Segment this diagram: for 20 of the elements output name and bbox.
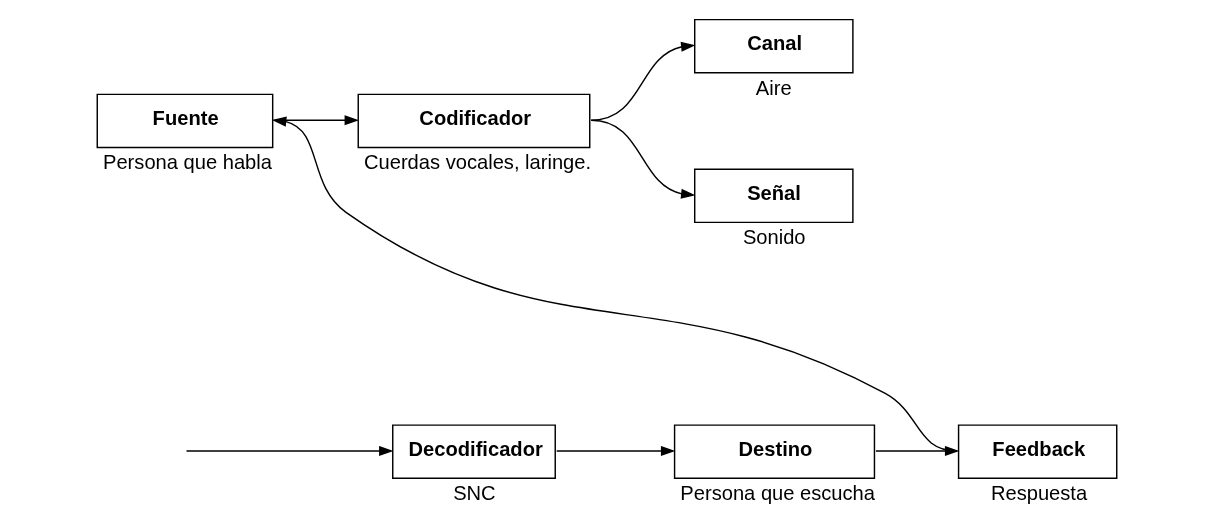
node-label: Persona que habla [102, 151, 272, 174]
node-label: Cuerdas vocales, laringe. [363, 151, 591, 174]
node-box: Decodificador [391, 424, 556, 480]
node-box: Señal [693, 168, 854, 224]
node-box: Feedback [957, 424, 1117, 480]
node-label: Aire [755, 76, 792, 99]
node-box: Fuente [96, 93, 273, 149]
node-box: Canal [693, 18, 854, 74]
node-box: Codificador [357, 93, 590, 149]
arrow [589, 41, 695, 121]
arrow [272, 115, 359, 126]
node-label: SNC [452, 482, 496, 505]
node-label: Respuesta [990, 482, 1087, 505]
arrow [589, 119, 695, 199]
node-label: Persona que escucha [679, 482, 875, 505]
node-box: Destino [673, 424, 875, 480]
node-label: Sonido [742, 226, 806, 249]
arrow [271, 116, 958, 452]
arrow [185, 445, 393, 457]
arrow [555, 445, 675, 457]
